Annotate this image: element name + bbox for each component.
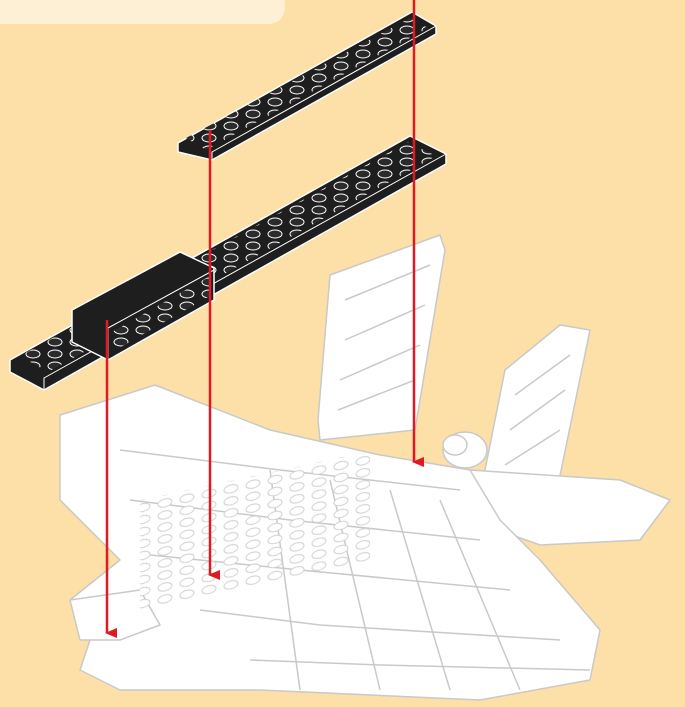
black-plate-icon xyxy=(178,12,436,160)
